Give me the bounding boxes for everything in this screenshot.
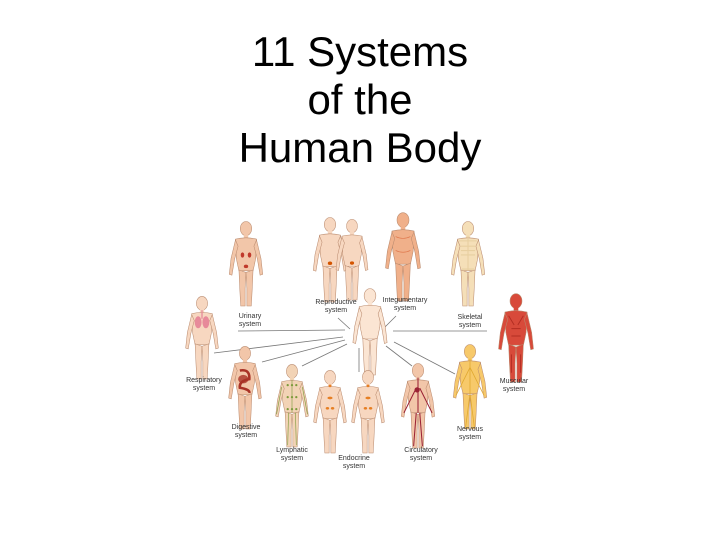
respiratory-label-line-2: system [193,385,215,392]
digestive-label-line-1: Digestive [232,424,261,431]
endocrine-label-line-2: system [343,463,365,470]
digestive-label-line-2: system [235,432,257,439]
respiratory-connector-line [214,337,343,353]
nervous-label-line-1: Nervous [457,426,484,433]
circulatory-label-line-2: system [410,455,432,462]
urinary-label-line-2: system [239,321,261,328]
reproductive-label-line-1: Reproductive [315,299,356,306]
urinary-connector-line [238,330,345,331]
muscular-label-line-2: system [503,386,525,393]
endocrine-figure [314,370,347,453]
integumentary-label-line-1: Integumentary [383,297,428,304]
integumentary-figure [386,213,421,301]
skeletal-label-line-2: system [459,322,481,329]
lymphatic-connector-line [302,344,347,366]
lymphatic-figure [276,364,309,447]
respiratory-figure [186,296,219,379]
reproductive-figure-2 [336,219,368,300]
urinary-figure [229,222,262,306]
muscular-figure [499,294,534,382]
muscular-label-line-1: Muscular [500,378,529,385]
circulatory-label-line-1: Circulatory [404,447,438,454]
lymphatic-label-line-1: Lymphatic [276,447,308,454]
digestive-figure [229,346,262,429]
integumentary-label-line-2: system [394,305,416,312]
endocrine-label-line-1: Endocrine [338,455,370,462]
nervous-figure [453,345,486,429]
nervous-connector-line [394,342,455,374]
urinary-label-line-1: Urinary [239,313,262,320]
reproductive-figure [313,218,346,302]
reproductive-connector-line [338,318,350,329]
reproductive-label-line-2: system [325,307,347,314]
endocrine-figure-2 [352,370,385,453]
skeletal-figure [451,222,484,306]
lymphatic-label-line-2: system [281,455,303,462]
skeletal-label-line-1: Skeletal [458,314,483,321]
circulatory-figure [401,364,434,448]
respiratory-label-line-1: Respiratory [186,377,222,384]
nervous-label-line-2: system [459,434,481,441]
